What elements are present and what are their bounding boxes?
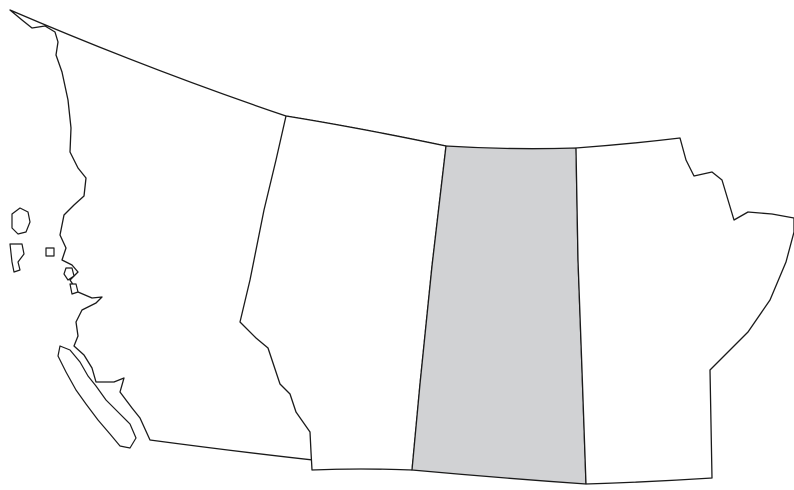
region-alberta[interactable] [239, 115, 447, 471]
islet-coastal [69, 283, 79, 295]
island-haida-gwaii-south [9, 243, 25, 273]
islet-coastal [63, 267, 75, 281]
islet-coastal [45, 247, 55, 257]
island-haida-gwaii-north [11, 207, 31, 235]
region-manitoba[interactable] [575, 137, 794, 485]
island-vancouver [57, 345, 137, 449]
